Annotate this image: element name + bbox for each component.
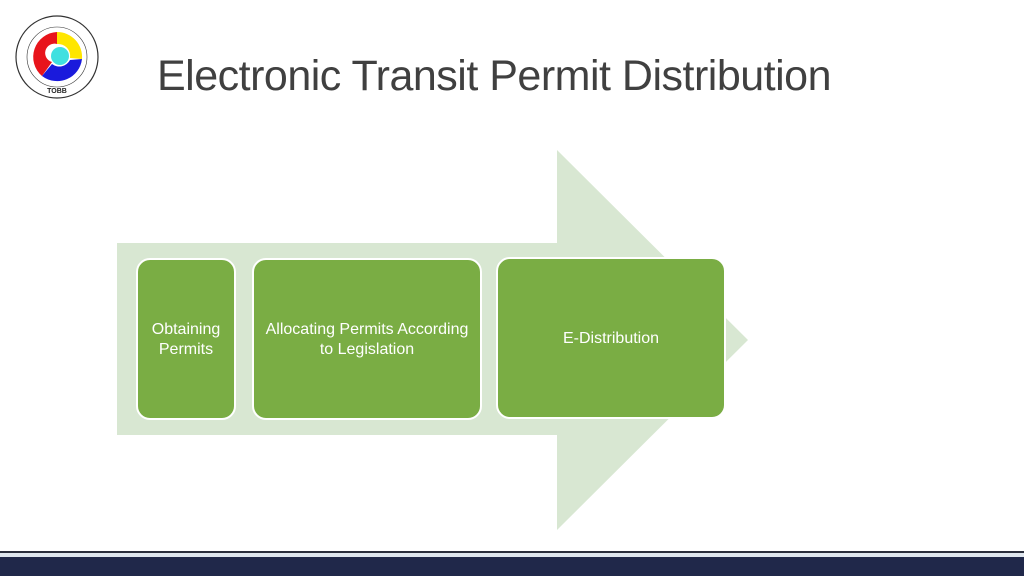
- svg-text:TOBB: TOBB: [47, 88, 67, 95]
- page-title: Electronic Transit Permit Distribution: [157, 52, 832, 100]
- footer-bar: [0, 557, 1024, 576]
- step-allocating-permits: Allocating Permits According to Legislat…: [252, 258, 482, 420]
- footer-divider: [0, 551, 1024, 553]
- step-label: Allocating Permits According to Legislat…: [265, 321, 469, 358]
- step-label: E-Distribution: [562, 330, 660, 347]
- footer-strip: [0, 553, 1024, 557]
- step-label: Obtaining Permits: [151, 321, 221, 358]
- tobb-logo: TOBB: [15, 15, 99, 99]
- step-obtaining-permits: Obtaining Permits: [136, 258, 236, 420]
- step-e-distribution: E-Distribution: [496, 257, 726, 419]
